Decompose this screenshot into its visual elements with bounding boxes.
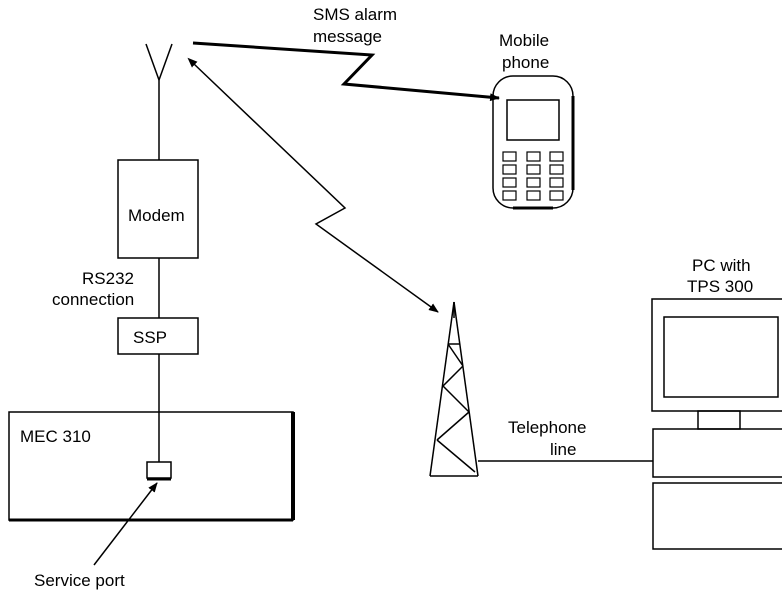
sms-label-line2: message bbox=[313, 27, 382, 46]
service-port-label: Service port bbox=[34, 571, 125, 590]
rs232-label-line2: connection bbox=[52, 290, 134, 309]
ssp-box bbox=[117, 317, 199, 355]
mobile-phone-icon bbox=[492, 75, 575, 210]
sms-alarm-arrow bbox=[192, 41, 500, 102]
telephone-label-line1: Telephone bbox=[508, 418, 586, 437]
telephone-tower-icon bbox=[429, 301, 479, 477]
mec-label: MEC 310 bbox=[20, 427, 91, 446]
wireless-link-arrow bbox=[187, 57, 439, 313]
service-port-pointer bbox=[93, 482, 158, 566]
modem-label: Modem bbox=[128, 206, 185, 225]
sms-label-line1: SMS alarm bbox=[313, 5, 397, 24]
pc-label-line1: PC with bbox=[692, 256, 751, 275]
mobile-label-line1: Mobile bbox=[499, 31, 549, 50]
ssp-label: SSP bbox=[133, 328, 167, 347]
mobile-label-line2: phone bbox=[502, 53, 549, 72]
antenna-icon bbox=[145, 43, 173, 160]
rs232-label-line1: RS232 bbox=[82, 269, 134, 288]
pc-icon bbox=[651, 298, 782, 550]
telephone-label-line2: line bbox=[550, 440, 576, 459]
pc-label-line2: TPS 300 bbox=[687, 277, 753, 296]
service-port bbox=[146, 461, 172, 481]
mec-310-unit: MEC 310 bbox=[8, 411, 295, 522]
